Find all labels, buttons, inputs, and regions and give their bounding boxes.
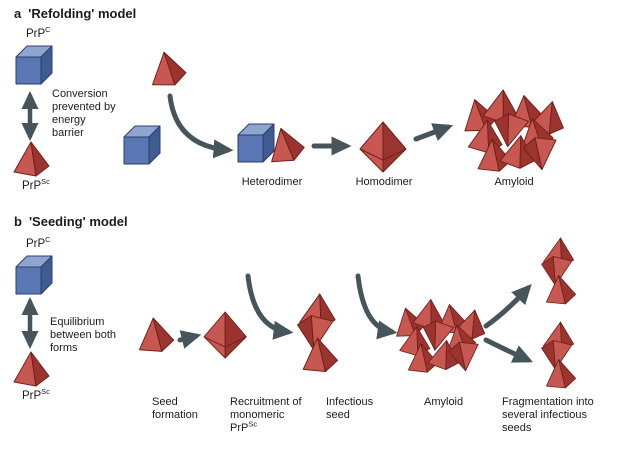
prp-sup: Sc [41, 387, 50, 397]
prp-base: PrP [230, 422, 249, 434]
prp-base: PrP [22, 180, 42, 192]
panel-b-prpc-label: PrPC [26, 235, 51, 250]
homodimer-to-amyloid-arrow [413, 123, 454, 142]
label-fragmentation: Fragmentation into several infectious se… [502, 396, 594, 434]
fragmentation-arrow-up [483, 283, 532, 329]
panel-b-side-note: Equilibrium between both forms [50, 316, 117, 354]
seed-formation-arrow [177, 330, 202, 349]
panel-b-title-text: 'Seeding' model [28, 214, 128, 229]
panel-b-prpsc-pyramid [13, 351, 50, 387]
label-homodimer: Homodimer [355, 176, 413, 188]
panel-a-amyloid-cluster [459, 88, 569, 173]
prp-base: PrP [26, 238, 46, 250]
prp-sup: Sc [41, 177, 50, 187]
growth-curved-arrow [355, 273, 398, 340]
label-seed-formation: Seed formation [152, 396, 198, 421]
heterodimer-cube [237, 123, 275, 163]
panel-b-letter: b [14, 214, 22, 229]
panel-b-prpc-cube [15, 255, 53, 295]
panel-a-flow-cube [123, 125, 161, 165]
panel-b-title: b 'Seeding' model [14, 214, 128, 229]
recruitment-text: Recruitment of monomeric [230, 396, 302, 421]
panel-b-amyloid-cluster [391, 298, 489, 374]
panel-a-curved-arrow [167, 93, 234, 159]
panel-a-letter: a [14, 6, 22, 21]
prp-sup: Sc [248, 419, 258, 429]
label-amyloid-b: Amyloid [424, 396, 464, 408]
heterodimer-shape [237, 123, 308, 167]
infectious-seed-stack [296, 292, 339, 373]
prp-sup: C [45, 25, 51, 35]
panel-a-prpsc-pyramid [13, 141, 50, 177]
panel-a-prpc-cube [15, 45, 53, 85]
label-infectious-seed: Infectious seed [326, 396, 374, 421]
seed-diamond [203, 311, 247, 359]
panel-a-side-note: Conversion prevented by energy barrier [52, 88, 116, 139]
panel-a-prpc-label: PrPC [26, 25, 51, 40]
panel-a-prpsc-label: PrPSc [22, 177, 50, 192]
panel-a-title-text: 'Refolding' model [28, 6, 137, 21]
panel-a-title: a 'Refolding' model [14, 6, 136, 21]
homodimer-shape [359, 121, 407, 173]
prp-base: PrP [26, 28, 46, 40]
prp-sup: C [45, 235, 51, 245]
prp-base: PrP [22, 390, 42, 402]
fragment-stack-bottom [540, 321, 576, 390]
panel-b-flow-pyramid [135, 315, 176, 355]
label-recruitment: Recruitment of monomeric PrPSc [230, 396, 314, 435]
recruitment-curved-arrow [245, 273, 294, 340]
fragment-stack-top [540, 237, 576, 306]
label-amyloid-a: Amyloid [494, 176, 534, 188]
panel-b-prpsc-label: PrPSc [22, 387, 50, 402]
label-heterodimer: Heterodimer [241, 176, 303, 188]
panel-a-flow-pyramid [146, 48, 189, 90]
fragmentation-arrow-down [483, 337, 534, 363]
